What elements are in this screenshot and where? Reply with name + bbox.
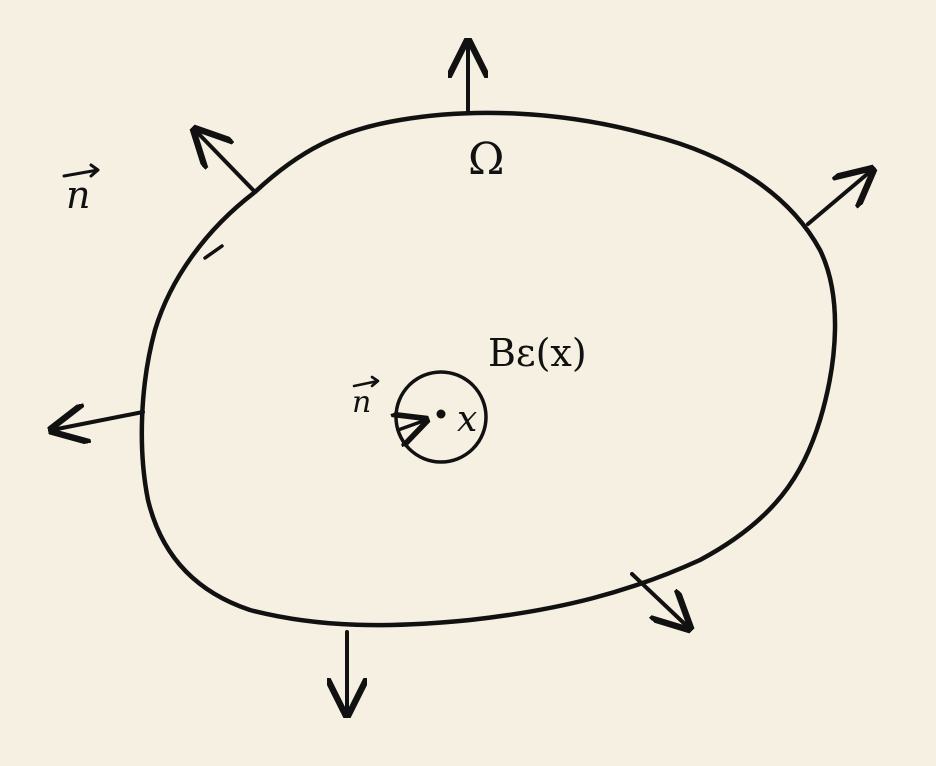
outward-normal-bottom-right (630, 572, 689, 628)
boundary-tick-mark (203, 244, 224, 260)
center-point (436, 409, 446, 419)
ball-label: Bε(x) (488, 331, 587, 375)
outer-normal-label: n (66, 173, 90, 217)
domain-boundary (139, 110, 838, 628)
outer-normal-vector-mark (62, 163, 100, 178)
inward-normal-arrow (398, 420, 426, 430)
domain-label: Ω (468, 134, 504, 185)
point-label: x (457, 399, 477, 440)
inner-normal-vector-mark (352, 375, 380, 388)
inner-normal-label: n (352, 385, 371, 420)
outward-normal-right (806, 170, 872, 226)
outward-normal-left (52, 412, 145, 430)
outward-normal-top-left (195, 130, 257, 194)
